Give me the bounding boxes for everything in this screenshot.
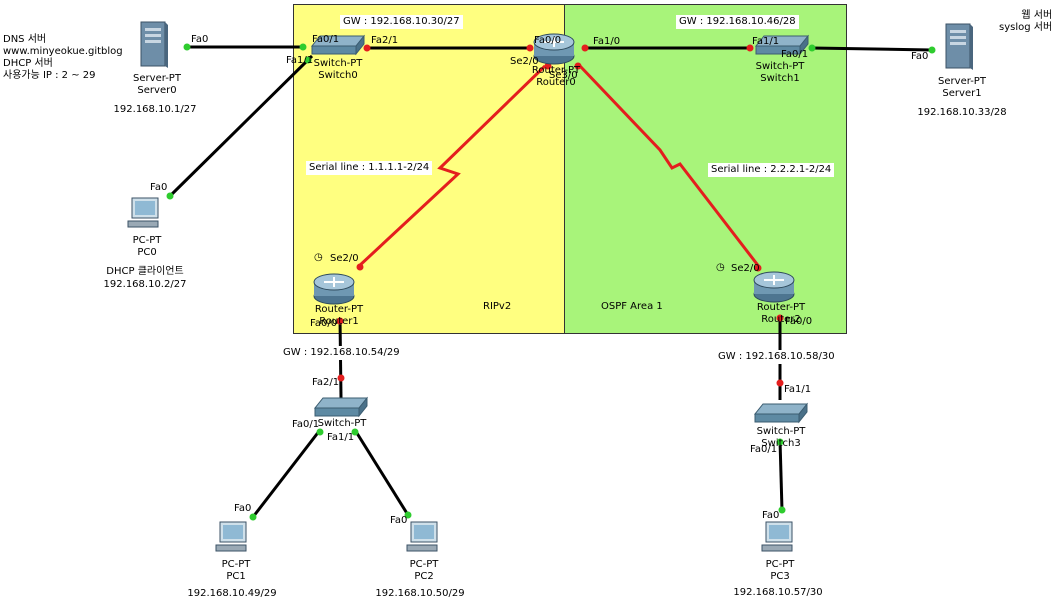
link-switch1-server1 — [811, 46, 933, 52]
router2-type: Router-PT — [756, 302, 806, 313]
port-dots — [166, 43, 936, 521]
pc0-role: DHCP 클라이언트 — [106, 266, 184, 277]
link-serial-router0-router1 — [356, 64, 547, 269]
port-label: Fa0/0 — [785, 316, 813, 327]
router0-icon[interactable] — [532, 30, 576, 70]
note-line: DHCP 서버 — [3, 58, 53, 69]
link-serial-router0-router2 — [578, 64, 762, 269]
note-line: syslog 서버 — [999, 22, 1053, 33]
link-switch3-pc3 — [778, 439, 784, 511]
port-label: Se2/0 — [731, 263, 760, 274]
port-label: Fa0 — [911, 51, 929, 62]
router1-name: Router1 — [319, 316, 359, 327]
port-label: Se2/0 — [330, 253, 359, 264]
server0-icon[interactable] — [139, 20, 169, 74]
ospf-area-label: OSPF Area 1 — [601, 301, 663, 312]
port-label: Fa2/1 — [371, 35, 399, 46]
port-label: Fa0/1 — [781, 49, 809, 60]
switch0-icon[interactable] — [310, 34, 366, 62]
server1-type: Server-PT — [938, 76, 986, 87]
pc0-icon[interactable] — [126, 196, 162, 234]
pc2-type: PC-PT — [409, 559, 439, 570]
port-label: Fa0/0 — [534, 35, 562, 46]
pc3-icon[interactable] — [760, 520, 796, 558]
server0-type: Server-PT — [133, 73, 181, 84]
port-label: Fa0 — [191, 34, 209, 45]
serial-line-right-label: Serial line : 2.2.2.1-2/24 — [708, 163, 835, 177]
server1-icon[interactable] — [944, 22, 974, 76]
gw-switch2-label: GW : 192.168.10.54/29 — [280, 346, 403, 360]
pc0-type: PC-PT — [132, 235, 162, 246]
port-label: Se3/0 — [549, 70, 578, 81]
pc0-name: PC0 — [137, 247, 157, 258]
clock-icon: ◷ — [716, 262, 725, 273]
pc1-icon[interactable] — [214, 520, 250, 558]
serial-line-left-label: Serial line : 1.1.1.1-2/24 — [306, 161, 433, 175]
link-switch2-pc1 — [251, 429, 322, 518]
note-line: www.minyeokue.gitblog — [3, 46, 123, 57]
pc3-name: PC3 — [770, 571, 790, 582]
port-label: Fa0/0 — [310, 318, 338, 329]
switch3-name: Switch3 — [761, 438, 801, 449]
gw-switch3-label: GW : 192.168.10.58/30 — [715, 350, 838, 364]
pc1-ip: 192.168.10.49/29 — [187, 588, 277, 599]
switch2-icon[interactable] — [313, 396, 369, 424]
router2-name: Router2 — [761, 314, 801, 325]
note-line: 사용가능 IP : 2 ~ 29 — [3, 70, 96, 81]
switch1-icon[interactable] — [754, 34, 810, 62]
server0-ip: 192.168.10.1/27 — [113, 104, 197, 115]
link-switch0-pc0 — [168, 54, 314, 198]
port-label: Fa0 — [762, 510, 780, 521]
port-label: Fa0 — [390, 515, 408, 526]
switch2-type: Switch-PT — [317, 418, 367, 429]
router1-type: Router-PT — [314, 304, 364, 315]
pc1-name: PC1 — [226, 571, 246, 582]
pc2-icon[interactable] — [405, 520, 441, 558]
gw-switch0-label: GW : 192.168.10.30/27 — [340, 15, 463, 29]
pc3-ip: 192.168.10.57/30 — [733, 587, 823, 598]
switch1-name: Switch1 — [760, 73, 800, 84]
port-label: Fa0 — [150, 182, 168, 193]
port-label: Fa0/1 — [292, 419, 320, 430]
server1-name: Server1 — [942, 88, 982, 99]
switch0-name: Switch0 — [318, 70, 358, 81]
server1-ip: 192.168.10.33/28 — [917, 107, 1007, 118]
rip-area-label: RIPv2 — [483, 301, 512, 312]
router1-icon[interactable] — [312, 270, 356, 310]
port-label: Fa0/1 — [312, 34, 340, 45]
switch3-type: Switch-PT — [756, 426, 806, 437]
switch3-icon[interactable] — [753, 402, 809, 430]
pc3-type: PC-PT — [765, 559, 795, 570]
link-switch2-pc2 — [353, 429, 410, 516]
pc2-ip: 192.168.10.50/29 — [375, 588, 465, 599]
port-label: Fa1/1 — [327, 432, 355, 443]
note-line: DNS 서버 — [3, 34, 47, 45]
port-label: Fa1/0 — [593, 36, 621, 47]
port-label: Fa1/1 — [784, 384, 812, 395]
port-label: Fa1/1 — [286, 55, 314, 66]
pc0-ip: 192.168.10.2/27 — [103, 279, 187, 290]
switch0-type: Switch-PT — [313, 58, 363, 69]
port-label: Fa2/1 — [312, 377, 340, 388]
router2-icon[interactable] — [752, 268, 796, 308]
router0-type: Router-PT — [531, 65, 581, 76]
clock-icon: ◷ — [314, 252, 323, 263]
web-server-note: 웹 서버 syslog 서버 — [996, 9, 1056, 35]
server0-name: Server0 — [137, 85, 177, 96]
port-label: Se2/0 — [510, 56, 539, 67]
dns-server-note: DNS 서버 www.minyeokue.gitblog DHCP 서버 사용가… — [0, 33, 126, 83]
pc2-name: PC2 — [414, 571, 434, 582]
switch1-type: Switch-PT — [755, 61, 805, 72]
port-label: Fa0/1 — [750, 444, 778, 455]
router0-name: Router0 — [536, 77, 576, 88]
gw-switch1-label: GW : 192.168.10.46/28 — [676, 15, 799, 29]
note-line: 웹 서버 — [1021, 10, 1053, 21]
port-label: Fa0 — [234, 503, 252, 514]
pc1-type: PC-PT — [221, 559, 251, 570]
port-label: Fa1/1 — [752, 36, 780, 47]
